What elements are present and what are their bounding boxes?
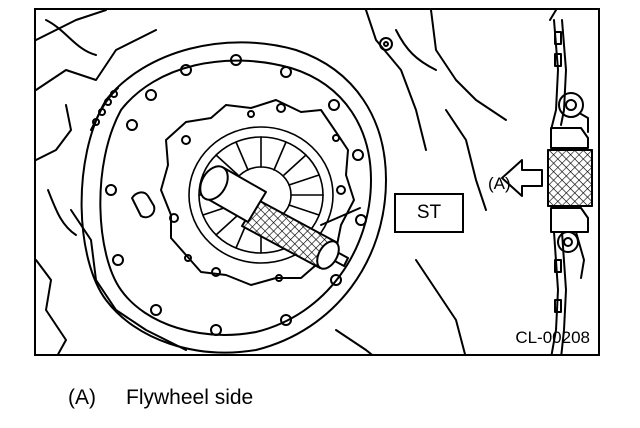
clutch-illustration <box>36 10 593 354</box>
flywheel-plate <box>80 41 387 354</box>
legend: (A) Flywheel side <box>68 386 253 410</box>
flywheel-direction-arrow <box>501 159 543 197</box>
housing-outline <box>36 10 507 354</box>
direction-label: (A) <box>488 174 511 193</box>
special-tool <box>199 165 361 270</box>
side-section-view <box>547 10 593 354</box>
legend-text: Flywheel side <box>126 386 254 409</box>
figure-code: CL-00208 <box>515 328 590 347</box>
clutch-cover <box>131 99 355 286</box>
special-tool-label: ST <box>394 193 464 233</box>
legend-key: (A) <box>68 386 96 409</box>
figure-frame: ST (A) CL-00208 <box>34 8 600 356</box>
